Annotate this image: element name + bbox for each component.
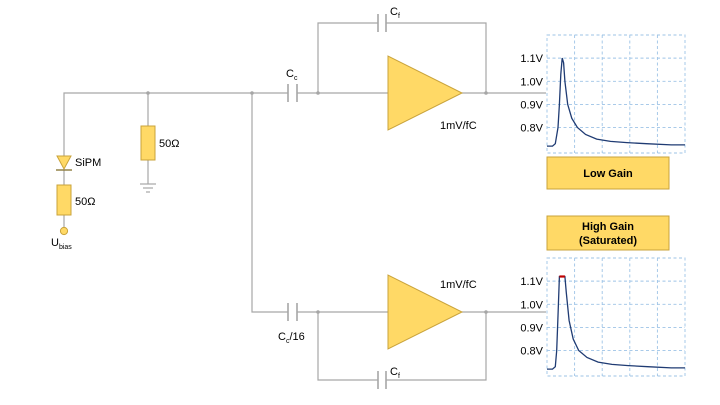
input-bus-wire (63, 92, 288, 160)
y-tick-label: 0.8V (520, 123, 543, 135)
gain-top-label: 1mV/fC (440, 120, 477, 132)
junction-dots (146, 91, 488, 314)
ubias-terminal-icon (59, 226, 69, 236)
feedback-wire-bottom-left (317, 312, 378, 381)
high-gain-box (546, 215, 670, 251)
ubias-label: Ubias (51, 237, 72, 251)
cc-top-label-sub: c (294, 75, 298, 82)
junction-dot (484, 91, 488, 95)
junction-dot (250, 91, 254, 95)
signal-trace (547, 57, 685, 147)
junction-dot (484, 310, 488, 314)
capacitor-cc-top (287, 84, 298, 102)
amplifier-bottom-icon (387, 274, 464, 350)
wires (63, 22, 546, 381)
amplifier-top-icon (387, 55, 464, 131)
low-gain-box-label: Low Gain (583, 168, 633, 180)
ubias-label-sub: bias (59, 244, 72, 251)
cf-bottom-label: Cf (390, 366, 400, 380)
sipm-diode-icon (56, 155, 72, 171)
shunt-resistor (140, 125, 156, 161)
gain-bottom-label: 1mV/fC (440, 279, 477, 291)
sipm-label: SiPM (75, 157, 101, 169)
high-gain-box-label-line1: High Gain (582, 221, 634, 233)
cf-bottom-label-main: C (390, 366, 398, 378)
feedback-wire-bottom-right (386, 312, 487, 381)
y-tick-label: 0.9V (520, 322, 543, 334)
wire-down-to-low-channel (251, 93, 288, 313)
feedback-wire-top-right (386, 22, 487, 93)
feedback-wire-top-left (317, 22, 378, 93)
junction-dot (316, 91, 320, 95)
high-gain-box-label-line2: (Saturated) (579, 235, 637, 247)
ubias-label-main: U (51, 237, 59, 249)
cc16-bottom-label-suffix: /16 (289, 331, 304, 343)
cc-top-label-main: C (286, 68, 294, 80)
scope-frame (546, 34, 686, 154)
series-resistor-label: 50Ω (75, 196, 95, 208)
cc16-bottom-label: Cc/16 (278, 331, 305, 345)
junction-dot (146, 91, 150, 95)
y-tick-label: 1.0V (520, 76, 543, 88)
low-gain-box (546, 156, 670, 190)
y-tick-label: 0.9V (520, 99, 543, 111)
signal-trace (547, 275, 685, 370)
capacitor-cf-bottom (377, 371, 387, 389)
cf-top-label: Cf (390, 6, 400, 20)
junction-dot (316, 310, 320, 314)
cf-bottom-label-sub: f (398, 373, 400, 380)
y-tick-label: 1.1V (520, 53, 543, 65)
cf-top-label-main: C (390, 6, 398, 18)
cc-top-label: Cc (286, 68, 298, 82)
scope-frame (546, 257, 686, 377)
capacitor-cf-top (377, 14, 387, 32)
cf-top-label-sub: f (398, 13, 400, 20)
y-tick-label: 1.1V (520, 276, 543, 288)
shunt-resistor-label: 50Ω (159, 138, 179, 150)
y-tick-label: 1.0V (520, 299, 543, 311)
capacitor-cc16-bottom (287, 303, 298, 321)
cc16-bottom-label-main: C (278, 331, 286, 343)
high-gain-scope-plot: 1.1V 1.0V 0.9V 0.8V (520, 257, 686, 377)
cc16-bottom-label-sub: c (286, 338, 290, 345)
series-resistor (56, 184, 72, 216)
y-tick-label: 0.8V (520, 346, 543, 358)
low-gain-scope-plot: 1.1V 1.0V 0.9V 0.8V (520, 34, 686, 154)
